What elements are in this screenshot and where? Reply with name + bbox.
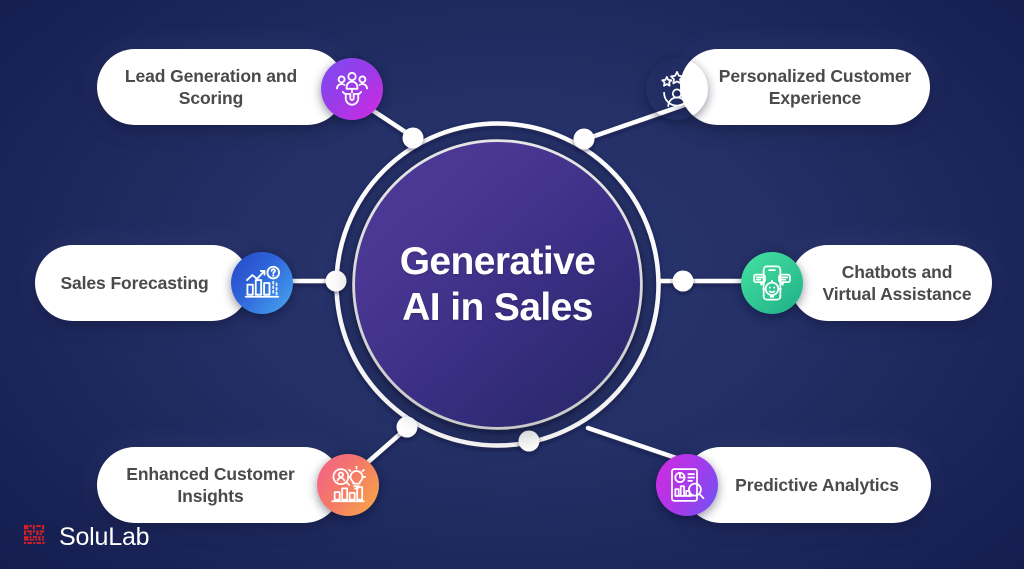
ring-node-predict [518,430,540,452]
ring-node-chatbot [672,270,694,292]
solulab-logo-mark [24,524,45,544]
branch-card-lead-generation[interactable]: Lead Generation and Scoring [97,49,345,125]
branch-label-predictive-analytics: Predictive Analytics [735,474,899,495]
inner-ring [352,139,643,430]
chat-robot-phone-icon [753,265,791,301]
people-magnet-icon [336,71,368,106]
branch-label-sales-forecasting: Sales Forecasting [60,272,209,293]
ring-node-insights [396,416,418,438]
branch-icon-badge-lead-generation[interactable] [321,58,383,120]
branch-icon-badge-personalized-customer-experience[interactable] [646,58,708,120]
branch-icon-badge-predictive-analytics[interactable] [656,454,718,516]
center-hub-disc: Generative AI in Sales [355,142,640,427]
branch-icon-badge-sales-forecasting[interactable] [231,252,293,314]
ring-node-forecast [325,270,347,292]
branch-label-chatbots-virtual-assistance: Chatbots and Virtual Assistance [822,261,972,304]
branch-card-sales-forecasting[interactable]: Sales Forecasting [35,245,250,321]
solulab-logo[interactable]: SoluLab [24,523,150,552]
branch-label-enhanced-customer-insights: Enhanced Customer Insights [126,463,295,506]
page-title: Generative AI in Sales [399,240,596,329]
branch-card-predictive-analytics[interactable]: Predictive Analytics [683,447,931,523]
ring-node-personal [573,128,595,150]
branch-card-chatbots-virtual-assistance[interactable]: Chatbots and Virtual Assistance [790,245,992,321]
branch-icon-badge-enhanced-customer-insights[interactable] [317,454,379,516]
branch-label-personalized-customer-experience: Personalized Customer Experience [718,65,912,108]
solulab-logo-text: SoluLab [59,523,150,551]
center-hub: Generative AI in Sales [355,142,640,427]
branch-card-enhanced-customer-insights[interactable]: Enhanced Customer Insights [97,447,342,523]
branch-label-lead-generation: Lead Generation and Scoring [124,65,298,108]
ring-node-lead [402,127,424,149]
chart-question-icon [244,265,280,298]
person-stars-icon [661,71,693,107]
branch-card-personalized-customer-experience[interactable]: Personalized Customer Experience [680,49,930,125]
branch-icon-badge-chatbots-virtual-assistance[interactable] [741,252,803,314]
report-magnifier-icon [671,468,705,502]
magnifier-bulb-chart-icon [331,465,367,503]
spoke-personal [583,100,693,142]
